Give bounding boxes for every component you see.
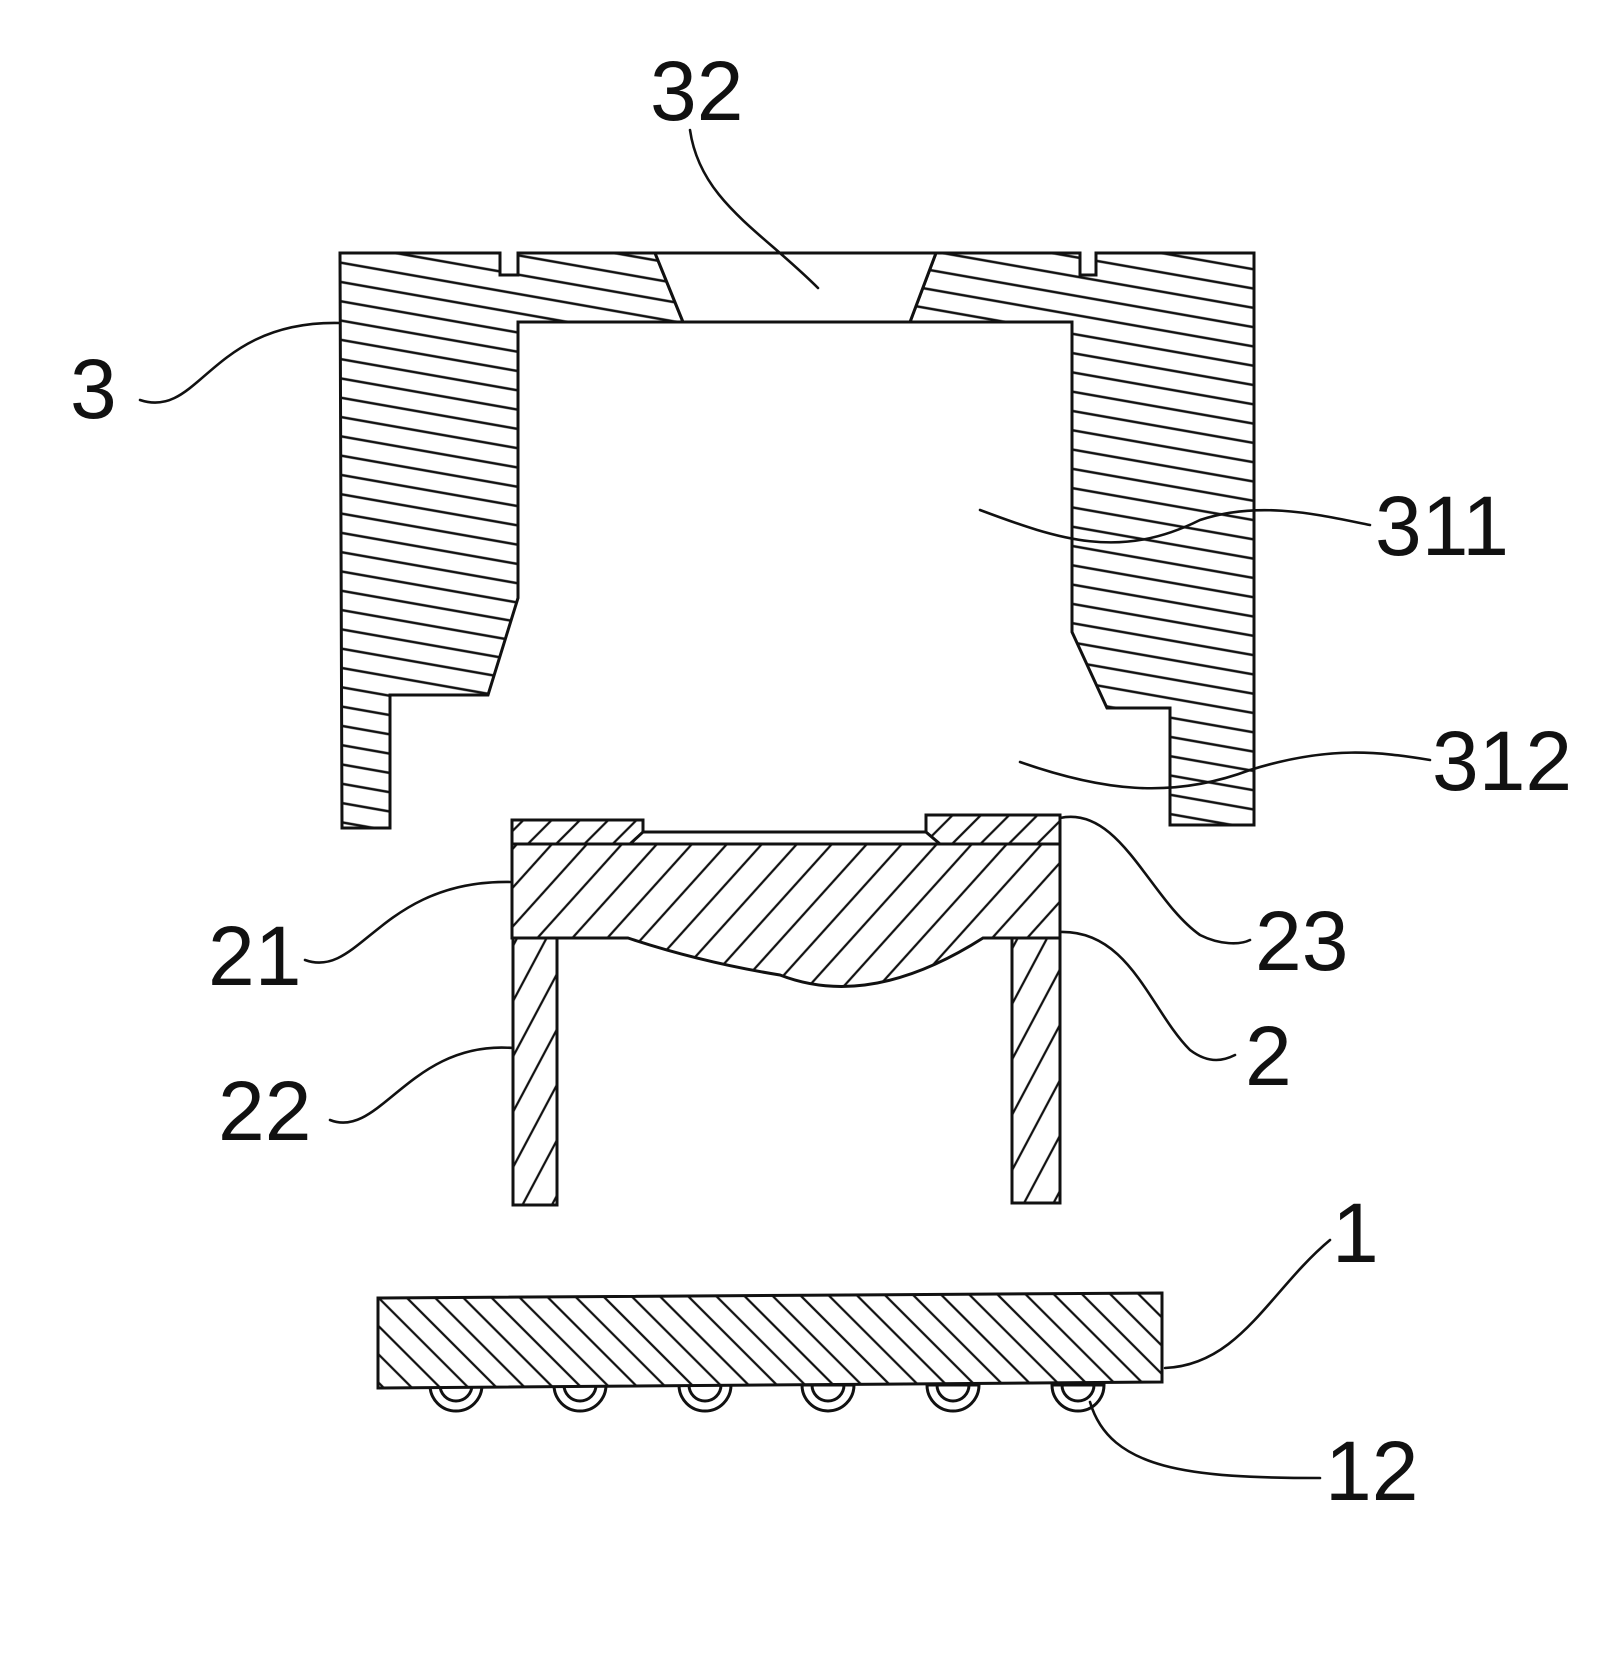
solder-ball — [1052, 1385, 1104, 1411]
lens-leg-left — [513, 938, 557, 1205]
rim-layer-right — [926, 815, 1060, 844]
label-23: 23 — [1255, 894, 1348, 988]
leader-21 — [305, 882, 510, 963]
rim-layer-left — [512, 820, 643, 844]
cap-left-section — [340, 253, 683, 828]
label-311: 311 — [1375, 479, 1509, 573]
leader-23 — [1060, 817, 1250, 943]
cap — [340, 253, 1254, 828]
label-21: 21 — [208, 909, 301, 1003]
label-12: 12 — [1325, 1424, 1418, 1518]
cap-opening — [655, 253, 936, 322]
leader-12 — [1090, 1402, 1320, 1478]
label-312: 312 — [1432, 714, 1572, 808]
solder-ball — [679, 1385, 731, 1411]
solder-ball — [927, 1385, 979, 1411]
leader-1 — [1165, 1240, 1330, 1368]
lens-holder — [512, 815, 1060, 1205]
label-2: 2 — [1245, 1009, 1292, 1103]
leader-22 — [330, 1048, 513, 1123]
label-22: 22 — [218, 1064, 311, 1158]
label-32: 32 — [650, 44, 743, 138]
solder-ball — [554, 1385, 606, 1411]
lens-body — [512, 844, 1060, 986]
solder-balls — [430, 1385, 1104, 1411]
lens-leg-right — [1012, 938, 1060, 1203]
substrate — [378, 1293, 1162, 1411]
solder-ball — [802, 1385, 854, 1411]
leader-3 — [140, 323, 340, 403]
substrate-body — [378, 1293, 1162, 1388]
label-1: 1 — [1332, 1186, 1379, 1280]
label-3: 3 — [70, 342, 117, 436]
leader-2 — [1060, 932, 1235, 1060]
